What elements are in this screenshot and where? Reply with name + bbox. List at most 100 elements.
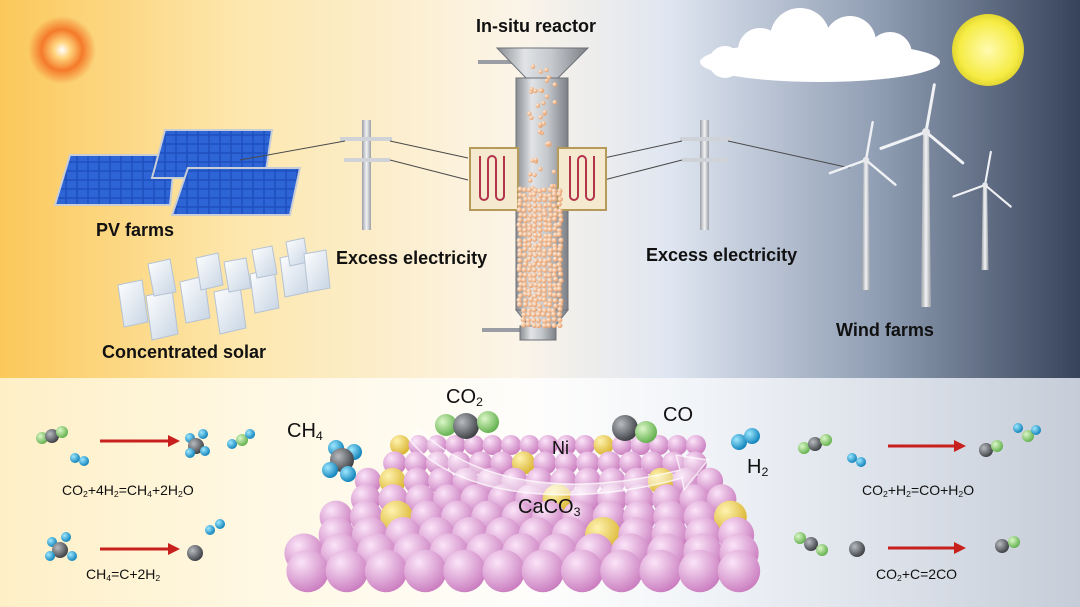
particle (542, 318, 548, 324)
particle (551, 203, 557, 209)
particle (522, 231, 528, 238)
concentrated-solar-label: Concentrated solar (102, 342, 267, 362)
cao-particle (521, 549, 565, 593)
particle (540, 311, 546, 317)
particle (551, 322, 557, 329)
particle (547, 207, 553, 213)
ni-label: Ni (552, 438, 569, 458)
particle (531, 293, 538, 299)
h2-molecule (731, 428, 760, 450)
particle (541, 282, 547, 289)
particle (546, 217, 553, 223)
particle (546, 237, 553, 243)
particle (547, 291, 553, 297)
particle (552, 282, 558, 288)
excess-electricity-right-label: Excess electricity (646, 245, 798, 265)
particle (542, 272, 549, 278)
particle (552, 246, 558, 252)
particle (522, 272, 528, 278)
particle (517, 226, 523, 233)
particle (517, 271, 524, 278)
particle (548, 267, 554, 273)
particle (521, 307, 527, 314)
particle (536, 247, 542, 253)
particle (517, 252, 523, 258)
particle (532, 172, 537, 178)
particle (532, 213, 538, 219)
particle (531, 322, 537, 328)
particle (521, 252, 528, 258)
particle (530, 64, 536, 69)
particle (551, 316, 557, 322)
particle (527, 172, 533, 177)
particle (552, 256, 558, 262)
particle (532, 202, 538, 209)
particle (547, 302, 553, 308)
particle (546, 141, 552, 146)
particle (541, 323, 548, 329)
particle (533, 282, 539, 288)
particle (541, 287, 548, 294)
particle (521, 267, 527, 273)
particle (529, 115, 534, 120)
cao-particle (600, 549, 643, 593)
wind-turbine (952, 150, 1012, 270)
particle (526, 187, 533, 193)
particle (537, 251, 543, 257)
wind-turbine (879, 83, 965, 307)
equation-2: CH4=C+2H2 (86, 566, 161, 584)
excess-electricity-left-label: Excess electricity (336, 248, 488, 268)
particle (526, 242, 532, 248)
particle (531, 272, 537, 278)
wind-turbines (828, 83, 1012, 307)
particle (544, 94, 550, 99)
particle (557, 196, 563, 202)
particle (522, 227, 528, 233)
particle (531, 227, 537, 234)
particle (546, 322, 552, 328)
particle (537, 296, 544, 302)
particle (538, 237, 544, 243)
particle (526, 291, 532, 297)
particle (518, 231, 524, 237)
particle (521, 222, 527, 228)
particle (558, 237, 564, 243)
particle (533, 242, 539, 249)
particle (526, 256, 532, 262)
cao-particle (501, 435, 521, 455)
particle (542, 248, 548, 254)
particle (556, 262, 562, 268)
particle (547, 262, 553, 268)
particle (531, 317, 537, 323)
particle (521, 207, 527, 213)
particle (556, 286, 562, 292)
particle (516, 237, 522, 244)
particle (552, 100, 557, 105)
particle (536, 197, 542, 203)
wind-farms-label: Wind farms (836, 320, 934, 340)
particle (538, 88, 544, 93)
ni-particle (593, 435, 614, 455)
particle (532, 223, 538, 229)
co-label: CO (663, 404, 693, 426)
cao-particle (445, 435, 466, 455)
particle (546, 202, 553, 208)
particle (533, 297, 539, 303)
cao-particle (482, 435, 503, 455)
particle (557, 208, 563, 214)
particle (532, 218, 538, 224)
particle (557, 301, 564, 308)
particle (556, 201, 562, 207)
particle (531, 311, 537, 318)
particle (556, 282, 562, 288)
particle (541, 292, 548, 298)
particle (537, 129, 542, 134)
particle (542, 211, 548, 217)
particle (541, 252, 547, 258)
particle (517, 293, 524, 299)
particle (556, 227, 562, 234)
sun-icon (952, 14, 1024, 86)
particle (532, 236, 538, 242)
particle (538, 114, 543, 120)
particle (516, 301, 523, 307)
